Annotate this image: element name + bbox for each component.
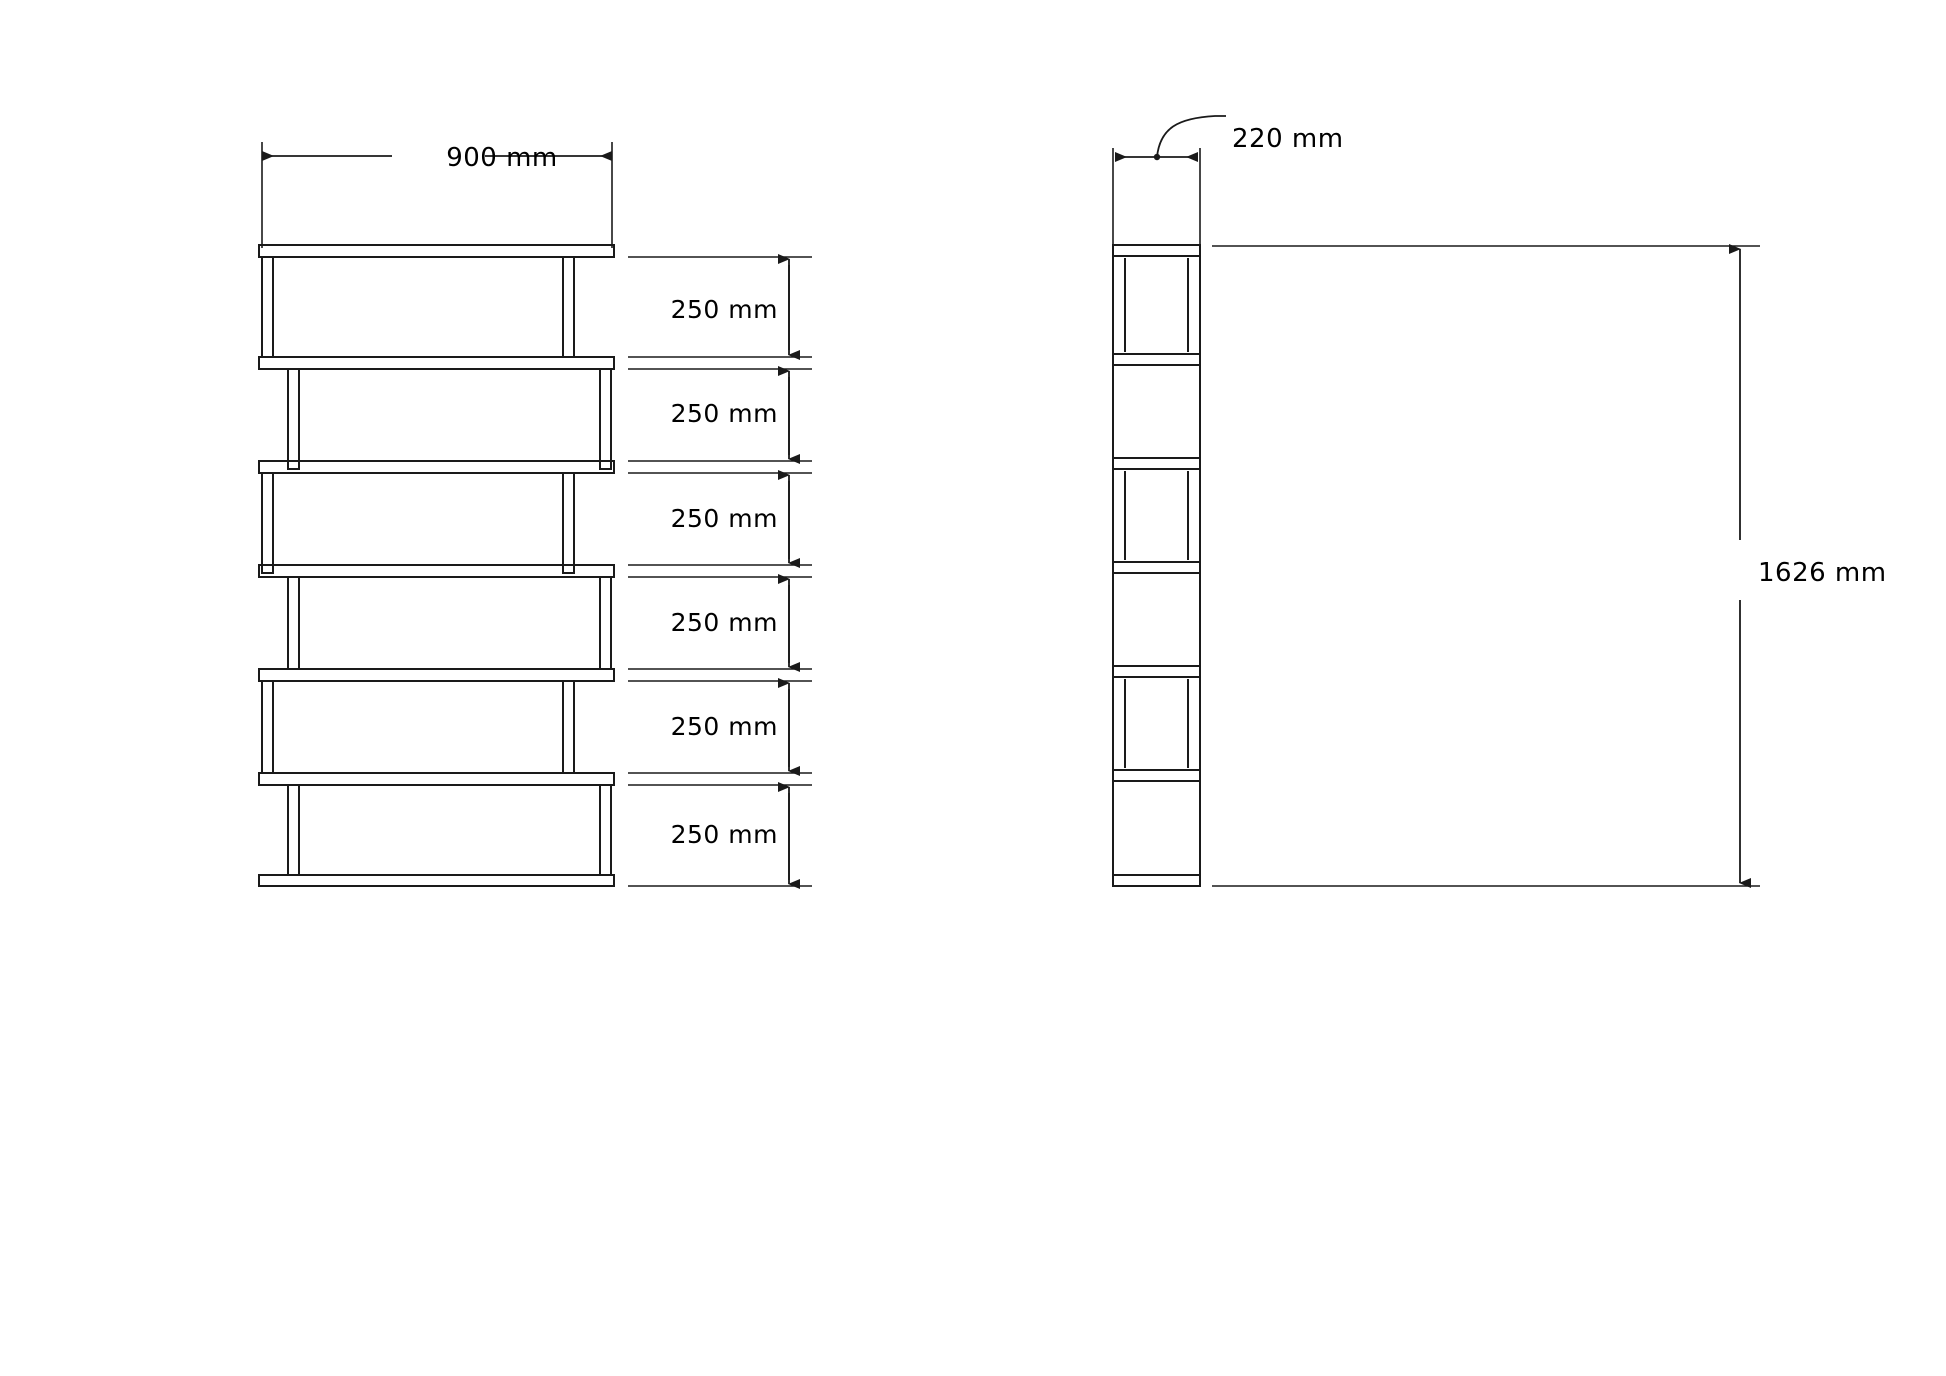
shelf-gap-label-1: 250 mm: [671, 295, 778, 324]
dimension-labels: 900 mm 220 mm 1626 mm 250 mm 250 mm 250 …: [446, 124, 1886, 849]
side-cell-6: [1112, 780, 1201, 876]
side-board-top: [1112, 244, 1201, 257]
spacing-extension-lines: [628, 256, 812, 887]
side-cell-1: [1112, 255, 1201, 355]
vertical-panel-6: [287, 784, 300, 876]
shelf-spacing-dimensions: [628, 254, 812, 889]
side-board-5: [1112, 769, 1201, 782]
side-view-group: [1112, 115, 1226, 887]
shelf-board-4: [258, 564, 615, 578]
vertical-panel-6b: [599, 784, 612, 876]
vertical-panel-3b: [562, 472, 575, 574]
side-cell-5: [1112, 676, 1201, 771]
shelf-gap-label-5: 250 mm: [671, 712, 778, 741]
vertical-panel-2: [287, 368, 300, 470]
vertical-panel-1b: [562, 256, 575, 358]
side-board-4: [1112, 665, 1201, 678]
vertical-panel-4: [287, 576, 300, 670]
shelf-gap-label-6: 250 mm: [671, 820, 778, 849]
vertical-panel-5b: [562, 680, 575, 774]
vertical-panel-1: [261, 256, 274, 358]
shelf-gap-label-2: 250 mm: [671, 399, 778, 428]
side-board-bottom: [1112, 874, 1201, 887]
height-extension-lines: [1212, 245, 1760, 887]
side-cell-3: [1112, 468, 1201, 563]
front-view-group: [258, 142, 615, 887]
vertical-panel-3: [261, 472, 274, 574]
height-dimension-label: 1626 mm: [1758, 558, 1887, 588]
side-board-1: [1112, 353, 1201, 366]
side-cell-4: [1112, 572, 1201, 667]
side-board-3: [1112, 561, 1201, 574]
vertical-panel-4b: [599, 576, 612, 670]
vertical-panel-2b: [599, 368, 612, 470]
shelf-gap-label-3: 250 mm: [671, 504, 778, 533]
side-cell-2: [1112, 364, 1201, 459]
shelf-board-2: [258, 356, 615, 370]
base-board: [258, 874, 615, 887]
shelf-board-1: [258, 244, 615, 258]
shelf-gap-label-4: 250 mm: [671, 608, 778, 637]
shelf-board-3: [258, 460, 615, 474]
vertical-panel-5: [261, 680, 274, 774]
height-dimension-group: [1212, 244, 1760, 888]
depth-extension-lines: [1112, 148, 1201, 248]
side-board-2: [1112, 457, 1201, 470]
width-dimension-label: 900 mm: [446, 143, 558, 173]
width-extension-lines: [261, 142, 613, 248]
shelf-board-6: [258, 772, 615, 786]
depth-leader-line: [1156, 115, 1226, 158]
depth-dimension-label: 220 mm: [1232, 124, 1344, 154]
shelf-board-5: [258, 668, 615, 682]
